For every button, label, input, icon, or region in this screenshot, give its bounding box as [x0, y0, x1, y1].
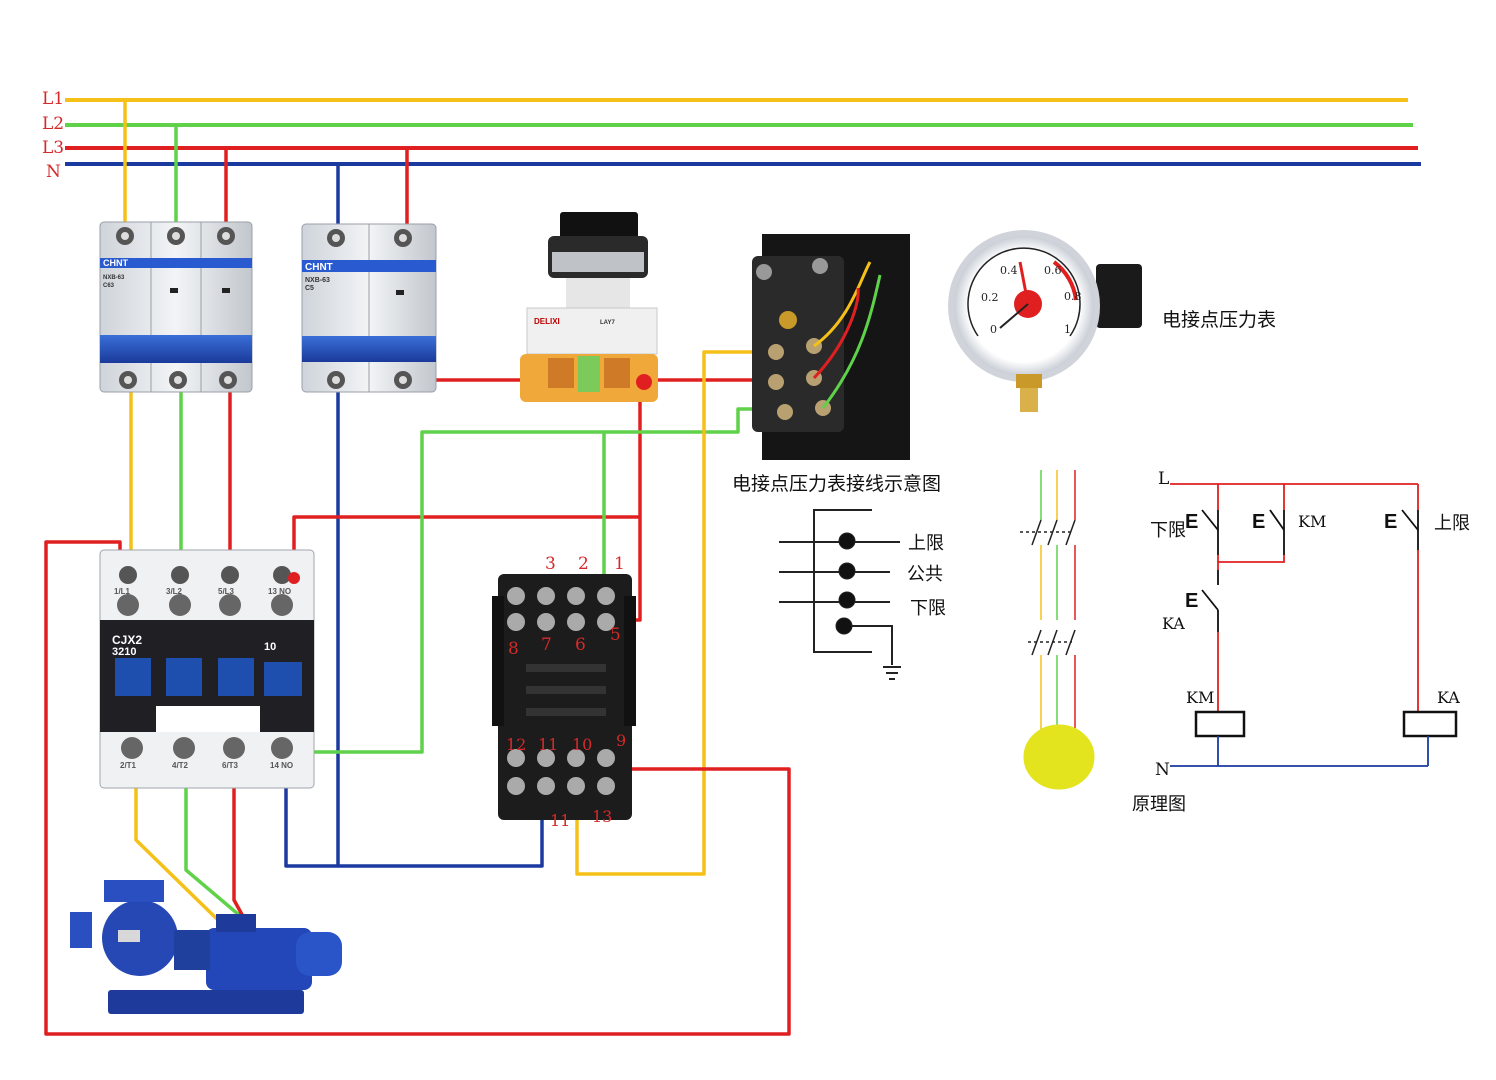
schematic-line-n: N [1155, 760, 1170, 780]
breaker-2p-rating: C5 [305, 285, 314, 292]
pressure-gauge [948, 230, 1142, 412]
bus-label-l3: L3 [42, 138, 64, 158]
contactor-model-1: CJX2 [112, 633, 142, 647]
contactor-bot-term-4: 14 NO [270, 761, 293, 770]
svg-text:E: E [1185, 511, 1198, 533]
schematic-ka-coil: KA [1437, 688, 1460, 707]
main-circuit-schematic [1020, 470, 1076, 730]
gauge-scale-0: 0 [990, 323, 997, 336]
relay-num-10: 10 [572, 735, 592, 754]
selector-model: LAY7 [600, 320, 615, 326]
gauge-terminal-box [752, 234, 910, 460]
sketch-label-common: 公共 [907, 564, 943, 585]
schematic-km-contact: KM [1298, 512, 1326, 531]
gauge-title: 电接点压力表 [1162, 309, 1276, 331]
relay-num-3: 3 [545, 554, 556, 574]
schematic-upper-limit: 上限 [1434, 513, 1470, 534]
schematic-km-coil: KM [1186, 688, 1214, 707]
relay-num-9: 9 [616, 731, 626, 750]
pump [70, 880, 342, 1014]
relay-num-11-under: 11 [550, 811, 570, 830]
svg-text:E: E [1252, 511, 1265, 533]
contactor-top-term-4: 13 NO [268, 587, 291, 596]
breaker-3p-brand: CHNT [103, 258, 128, 268]
schematic-line-l: L [1158, 469, 1169, 489]
gauge-scale-0.4: 0.4 [1000, 264, 1018, 277]
bus-label-l2: L2 [42, 114, 64, 134]
relay-num-6: 6 [575, 635, 586, 655]
selector-brand: DELIXI [534, 317, 560, 326]
svg-text:E: E [1384, 511, 1397, 533]
sketch-label-lower: 下限 [910, 598, 946, 619]
breaker-3p-rating: C63 [103, 283, 115, 289]
contactor-top-term-3: 5/L3 [218, 587, 235, 596]
motor-symbol [1023, 724, 1095, 790]
relay-num-5: 5 [610, 625, 621, 645]
contactor-model-2: 3210 [112, 646, 136, 658]
wiring-caption: 电接点压力表接线示意图 [732, 473, 941, 495]
contactor-bot-term-3: 6/T3 [222, 761, 239, 770]
bus-label-n: N [46, 162, 61, 182]
contactor-top-term-1: 1/L1 [114, 587, 131, 596]
relay-base [492, 574, 636, 820]
schematic-lower-limit: 下限 [1150, 520, 1186, 541]
relay-num-7: 7 [541, 635, 552, 655]
selector-switch [520, 212, 658, 402]
relay-num-13-under: 13 [592, 807, 612, 826]
contactor-bot-term-2: 4/T2 [172, 761, 189, 770]
contactor-top-term-2: 3/L2 [166, 587, 183, 596]
relay-num-2: 2 [578, 554, 589, 574]
bus-lines [65, 98, 1421, 166]
breaker-2p [301, 223, 437, 393]
relay-num-8: 8 [508, 639, 519, 659]
bus-label-l1: L1 [42, 89, 64, 109]
gauge-scale-0.6: 0.6 [1044, 264, 1062, 277]
relay-num-11: 11 [538, 735, 558, 754]
contactor-bot-term-1: 2/T1 [120, 761, 137, 770]
sketch-label-upper: 上限 [908, 533, 944, 554]
gauge-scale-0.2: 0.2 [981, 291, 999, 304]
breaker-3p-model: NXB-63 [103, 275, 125, 281]
schematic-caption: 原理图 [1132, 794, 1186, 815]
gauge-scale-0.8: 0.8 [1064, 290, 1082, 303]
relay-num-1: 1 [614, 554, 625, 574]
breaker-2p-model: NXB-63 [305, 277, 330, 284]
breaker-3p [99, 221, 253, 393]
gauge-scale-1: 1 [1064, 323, 1071, 336]
breaker-2p-brand: CHNT [305, 262, 333, 273]
control-schematic: E E E E [1170, 483, 1458, 767]
svg-text:E: E [1185, 590, 1198, 612]
contactor-aux: 10 [264, 641, 276, 653]
schematic-ka-contact: KA [1162, 614, 1185, 633]
contactor [99, 549, 315, 789]
relay-num-12: 12 [506, 735, 526, 754]
gauge-wiring-sketch [779, 509, 901, 680]
